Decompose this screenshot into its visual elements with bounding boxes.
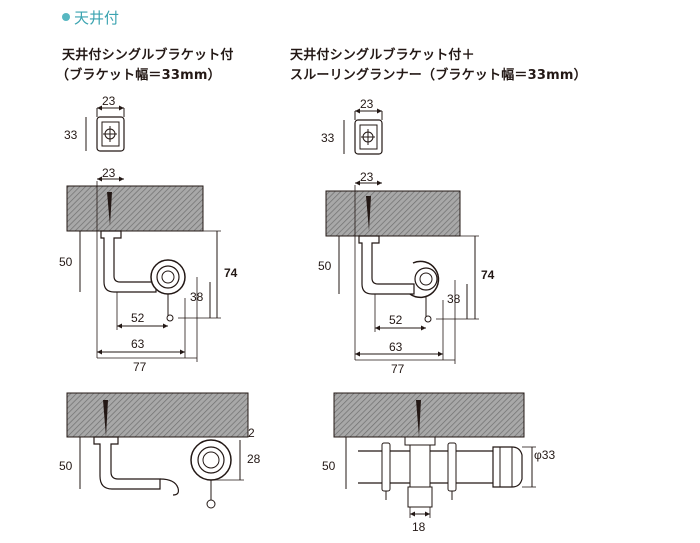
dim-50-left: 50 bbox=[59, 255, 73, 269]
dim-50-bottom-right: 50 bbox=[322, 459, 336, 473]
dim-23-right-side: 23 bbox=[360, 170, 374, 184]
right-top-view: 23 33 bbox=[321, 97, 383, 155]
dim-23-top-right: 23 bbox=[360, 97, 374, 111]
dim-52-right: 52 bbox=[389, 313, 403, 327]
dim-28-bottom-left: 28 bbox=[247, 452, 261, 466]
dim-18: 18 bbox=[412, 520, 426, 534]
left-bottom-view: 50 2 28 bbox=[59, 392, 261, 509]
left-side-view: 23 50 74 38 52 63 77 bbox=[59, 166, 238, 374]
dim-52-left: 52 bbox=[131, 311, 145, 325]
dim-50-bottom-left: 50 bbox=[59, 459, 73, 473]
left-title-line1: 天井付シングルブラケット付 bbox=[62, 48, 234, 63]
dim-74-right: 74 bbox=[481, 268, 495, 282]
dim-63-left: 63 bbox=[131, 337, 145, 351]
dim-63-right: 63 bbox=[389, 340, 403, 354]
dim-33-top-left: 33 bbox=[64, 128, 78, 142]
dim-23-top-left: 23 bbox=[102, 94, 116, 108]
dim-33-top-right: 33 bbox=[321, 131, 335, 145]
section-bullet bbox=[62, 13, 70, 21]
dim-77-right: 77 bbox=[391, 362, 405, 376]
left-top-view: 23 33 bbox=[64, 94, 125, 152]
right-title-line2: スルーリングランナー（ブラケット幅＝33mm） bbox=[290, 68, 587, 83]
dim-2-bottom-left: 2 bbox=[248, 426, 255, 440]
section-label: 天井付 bbox=[74, 9, 120, 27]
dim-50-right: 50 bbox=[318, 259, 332, 273]
right-title-line1: 天井付シングルブラケット付＋ bbox=[290, 48, 475, 63]
right-side-view: 23 50 74 38 52 63 77 bbox=[318, 170, 495, 376]
right-bottom-view: 50 φ33 18 bbox=[322, 392, 555, 534]
dim-77-left: 77 bbox=[133, 360, 147, 374]
dim-38-right: 38 bbox=[447, 292, 461, 306]
dim-phi33: φ33 bbox=[534, 448, 555, 462]
left-title-line2: （ブラケット幅＝33mm） bbox=[56, 68, 221, 83]
dim-74-left: 74 bbox=[224, 266, 238, 280]
dim-23-left-side: 23 bbox=[102, 166, 116, 180]
